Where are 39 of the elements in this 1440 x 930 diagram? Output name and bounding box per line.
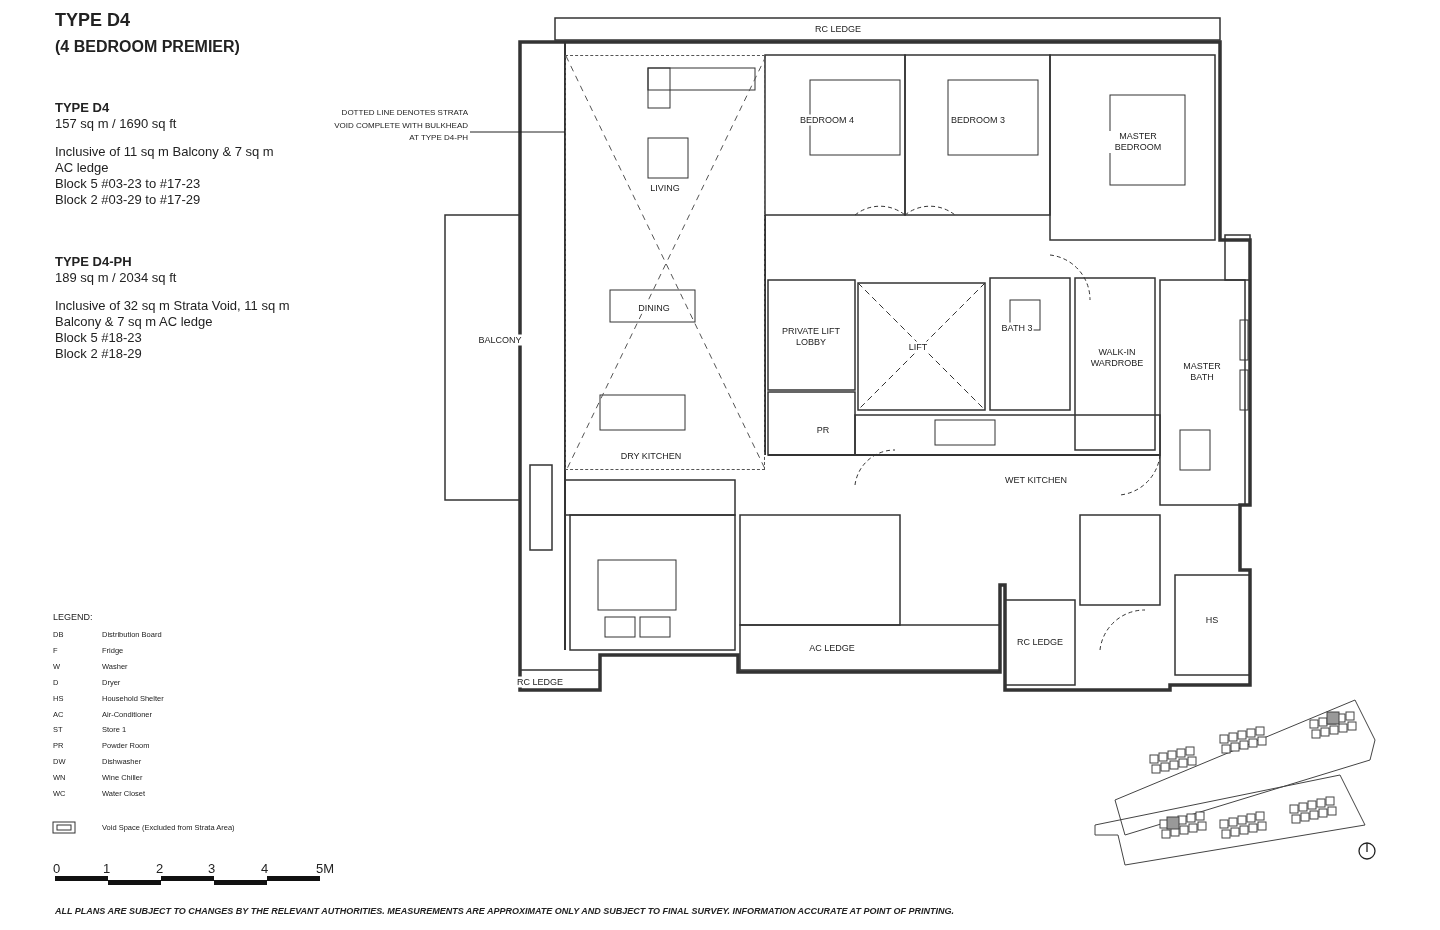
strata-void-outline	[565, 55, 765, 470]
room-label: PRIVATE LIFT LOBBY	[780, 326, 842, 348]
scale-number: 0	[53, 861, 61, 876]
room-label: DINING	[637, 302, 671, 314]
room-label: HS	[1204, 614, 1220, 626]
room-label: WET KITCHEN	[1004, 474, 1068, 486]
room-label: RC LEDGE	[1016, 636, 1064, 648]
subtitle-text: (4 BEDROOM PREMIER)	[55, 38, 240, 56]
scale-number: 1	[103, 861, 111, 876]
scale-number: 2	[156, 861, 164, 876]
disclaimer-text: ALL PLANS ARE SUBJECT TO CHANGES BY THE RELEVANT AUTHORITIES. MEASUREMENTS ARE APPROXIMATE ONLY AND SUBJECT TO FINAL SURVEY. INFORMATION ACCURATE AT POINT OF PRINTING.	[55, 906, 954, 916]
room-label: BEDROOM 3	[950, 114, 1006, 126]
annotation-text: DOTTED LINE DENOTES STRATA VOID COMPLETE WITH BULKHEAD AT TYPE D4-PH	[330, 107, 468, 145]
title-text: TYPE D4	[55, 10, 131, 31]
room-label: LIVING	[649, 182, 681, 194]
room-label: BATH 3	[1000, 322, 1034, 334]
area-text: 157 sq m / 1690 sq ft	[55, 116, 177, 132]
room-label: RC LEDGE	[814, 23, 862, 35]
scale-number: 3	[208, 861, 216, 876]
room-label: BALCONY	[477, 334, 523, 346]
unit-range-text: Block 2 #18-29	[55, 346, 142, 362]
room-label: RC LEDGE	[516, 676, 564, 688]
area-text: 189 sq m / 2034 sq ft	[55, 270, 177, 286]
description-text: Inclusive of 11 sq m Balcony & 7 sq m AC ledge	[55, 144, 275, 176]
unit-range-text: Block 5 #18-23	[55, 330, 142, 346]
scale-number: 4	[261, 861, 269, 876]
room-label: AC LEDGE	[808, 642, 856, 654]
unit-range-text: Block 5 #03-23 to #17-23	[55, 176, 201, 192]
unit-type-heading: TYPE D4	[55, 100, 110, 116]
room-label: LIFT	[907, 341, 929, 353]
description-text: Inclusive of 32 sq m Strata Void, 11 sq m Balcony & 7 sq m AC ledge	[55, 298, 291, 330]
room-label: DRY KITCHEN	[619, 450, 683, 462]
unit-range-text: Block 2 #03-29 to #17-29	[55, 192, 201, 208]
legend-heading: LEGEND:	[53, 612, 93, 622]
leader-line	[469, 131, 566, 133]
room-label: PR	[815, 424, 831, 436]
room-label: BEDROOM 4	[799, 114, 855, 126]
unit-type-heading: TYPE D4-PH	[55, 254, 132, 270]
scale-number: 5M	[316, 861, 335, 876]
